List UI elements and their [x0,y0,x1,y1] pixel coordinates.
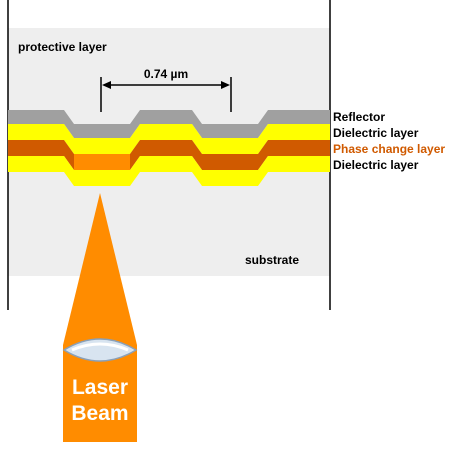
phase-change-layer-label: Phase change layer [333,142,445,156]
dielectric-layer-bottom-label: Dielectric layer [333,158,419,172]
dielectric-layer-bottom [8,156,330,186]
dielectric-layer-top-label: Dielectric layer [333,126,419,140]
laser-beam-cone [63,193,137,345]
protective-layer-label: protective layer [18,40,107,54]
lens-icon [62,338,138,362]
arrowhead-right [221,81,230,89]
beam-label: Beam [71,402,128,425]
reflector-label: Reflector [333,110,385,124]
pitch-dimension-marker [100,77,232,112]
arrowhead-left [102,81,111,89]
laser-label: Laser [72,376,128,399]
phase-change-spot [74,154,130,170]
substrate-label: substrate [245,253,299,267]
pitch-label: 0.74 µm [144,67,188,81]
lens-highlight [71,342,129,352]
dielectric-layer-top [8,124,330,154]
